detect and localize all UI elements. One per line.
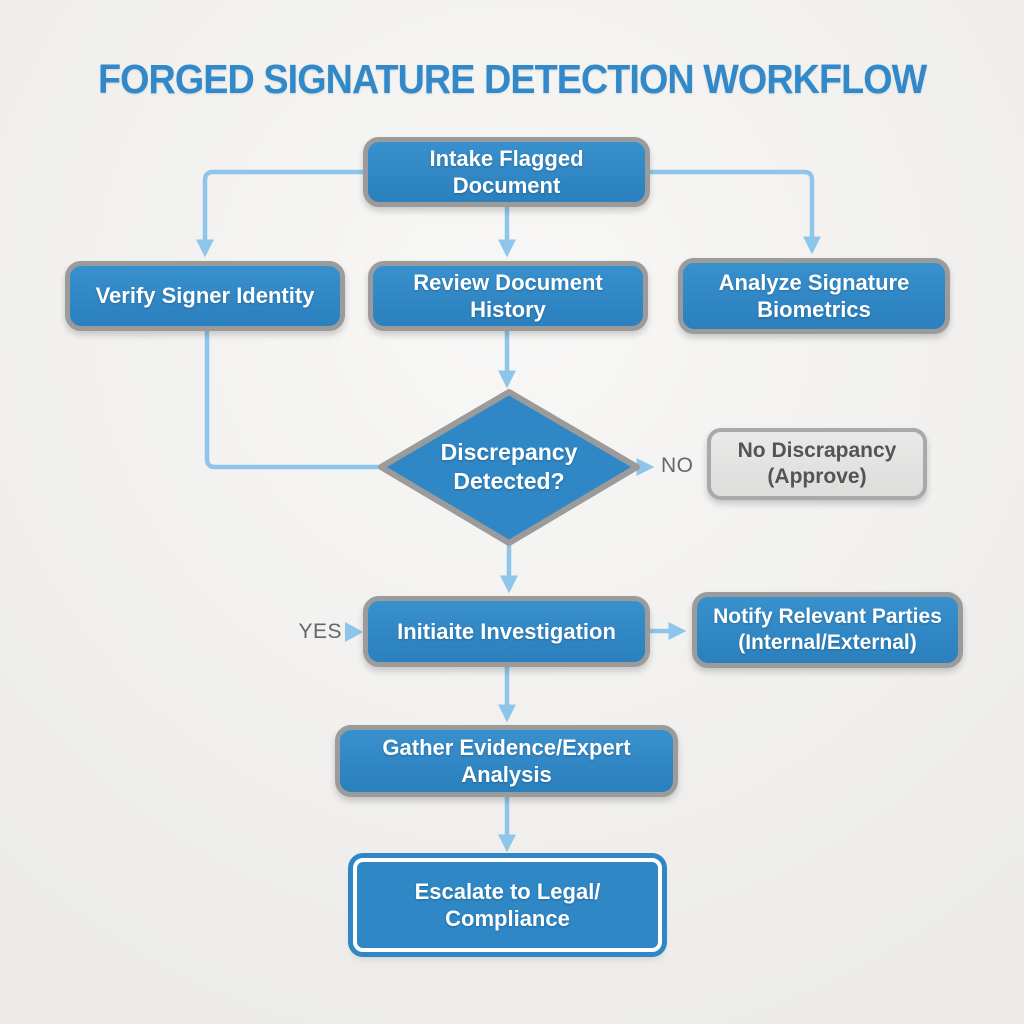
node-notify-relevant-parties: Notify Relevant Parties (Internal/Extern…	[692, 592, 963, 668]
node-review-document-history: Review Document History	[368, 261, 648, 331]
edge-label-yes: YES	[298, 620, 342, 643]
node-gather-evidence-expert-analysis: Gather Evidence/Expert Analysis	[335, 725, 678, 797]
decision-diamond	[378, 389, 640, 546]
node-intake-flagged-document: Intake Flagged Document	[363, 137, 650, 207]
node-discrepancy-detected-label: Discrepancy Detected?	[440, 439, 578, 494]
edge-label-no: NO	[661, 454, 694, 477]
connector-intake-to-analyze	[647, 169, 821, 255]
node-no-discrepancy-approve: No Discrapancy (Approve)	[707, 428, 927, 500]
connector-intake-to-verify	[196, 169, 366, 258]
node-analyze-signature-biometrics: Analyze Signature Biometrics	[678, 258, 950, 334]
node-escalate-to-legal-compliance: Escalate to Legal/ Compliance	[353, 858, 662, 952]
yes-arrowhead-icon	[345, 622, 363, 642]
node-initiate-investigation: Initiaite Investigation	[363, 596, 650, 667]
page-title: FORGED SIGNATURE DETECTION WORKFLOW	[97, 56, 927, 102]
node-verify-signer-identity: Verify Signer Identity	[65, 261, 345, 331]
connector-verify-to-decision	[204, 328, 381, 470]
